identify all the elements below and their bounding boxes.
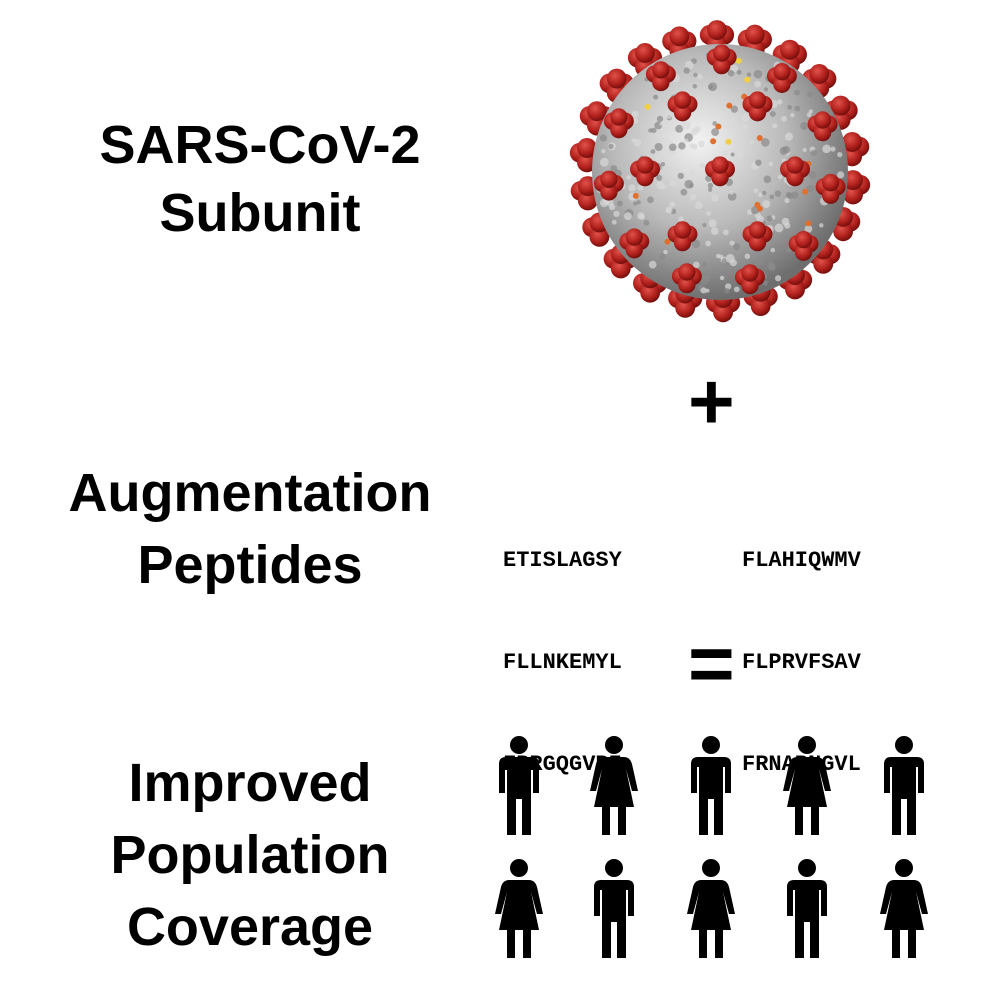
virus-label-line-2: Subunit [159,183,361,243]
spike-protein [603,108,634,139]
spike-protein [737,24,772,59]
spike-protein [706,44,737,75]
man-figure-icon [875,735,933,839]
man-figure-icon [490,735,548,839]
spike-protein [569,138,605,173]
peptides-label-line-1: Augmentation [68,463,432,523]
woman-figure-icon [585,735,643,839]
virus-surface-texture [596,52,845,294]
spike-protein [802,64,837,99]
spike-protein [742,221,773,252]
peptide-sequence: FLLNKEMYL [503,650,622,675]
virus-surface-spikes [593,44,846,295]
spike-protein [619,228,650,259]
coverage-label-line-3: Coverage [126,897,374,957]
virus-label: SARS-CoV-2 Subunit [40,118,480,254]
spike-protein [593,170,624,201]
woman-figure-icon [490,858,548,962]
spike-protein [705,156,735,187]
spike-protein [780,156,810,187]
virus-label-line-1: SARS-CoV-2 [99,115,421,175]
man-figure-icon [778,858,836,962]
coverage-label-line-1: Improved [128,753,372,813]
spike-protein [630,156,660,187]
woman-figure-icon [682,858,740,962]
peptide-sequence: FLAHIQWMV [742,548,861,573]
spike-protein [667,91,698,122]
spike-protein [807,111,838,142]
spike-protein [742,91,773,122]
spike-protein [645,61,676,92]
woman-figure-icon [778,735,836,839]
spike-protein [815,173,846,204]
man-figure-icon [682,735,740,839]
coverage-label: Improved Population Coverage [30,756,470,972]
peptides-label-line-2: Peptides [137,535,363,595]
spike-protein [699,20,735,55]
man-figure-icon [585,858,643,962]
spike-protein [766,63,797,93]
woman-figure-icon [875,858,933,962]
spike-protein [788,230,819,261]
peptide-sequence: ETISLAGSY [503,548,622,573]
spike-protein [826,206,861,242]
spike-protein [671,263,702,294]
peptide-sequence: FLPRVFSAV [742,650,861,675]
plus-operator: + [688,357,735,446]
spike-protein [734,264,765,295]
peptides-label: Augmentation Peptides [30,466,470,610]
coronavirus-virion-icon [569,20,871,323]
equals-operator: = [688,619,735,708]
coverage-label-line-2: Population [110,825,390,885]
spike-protein [667,221,698,252]
